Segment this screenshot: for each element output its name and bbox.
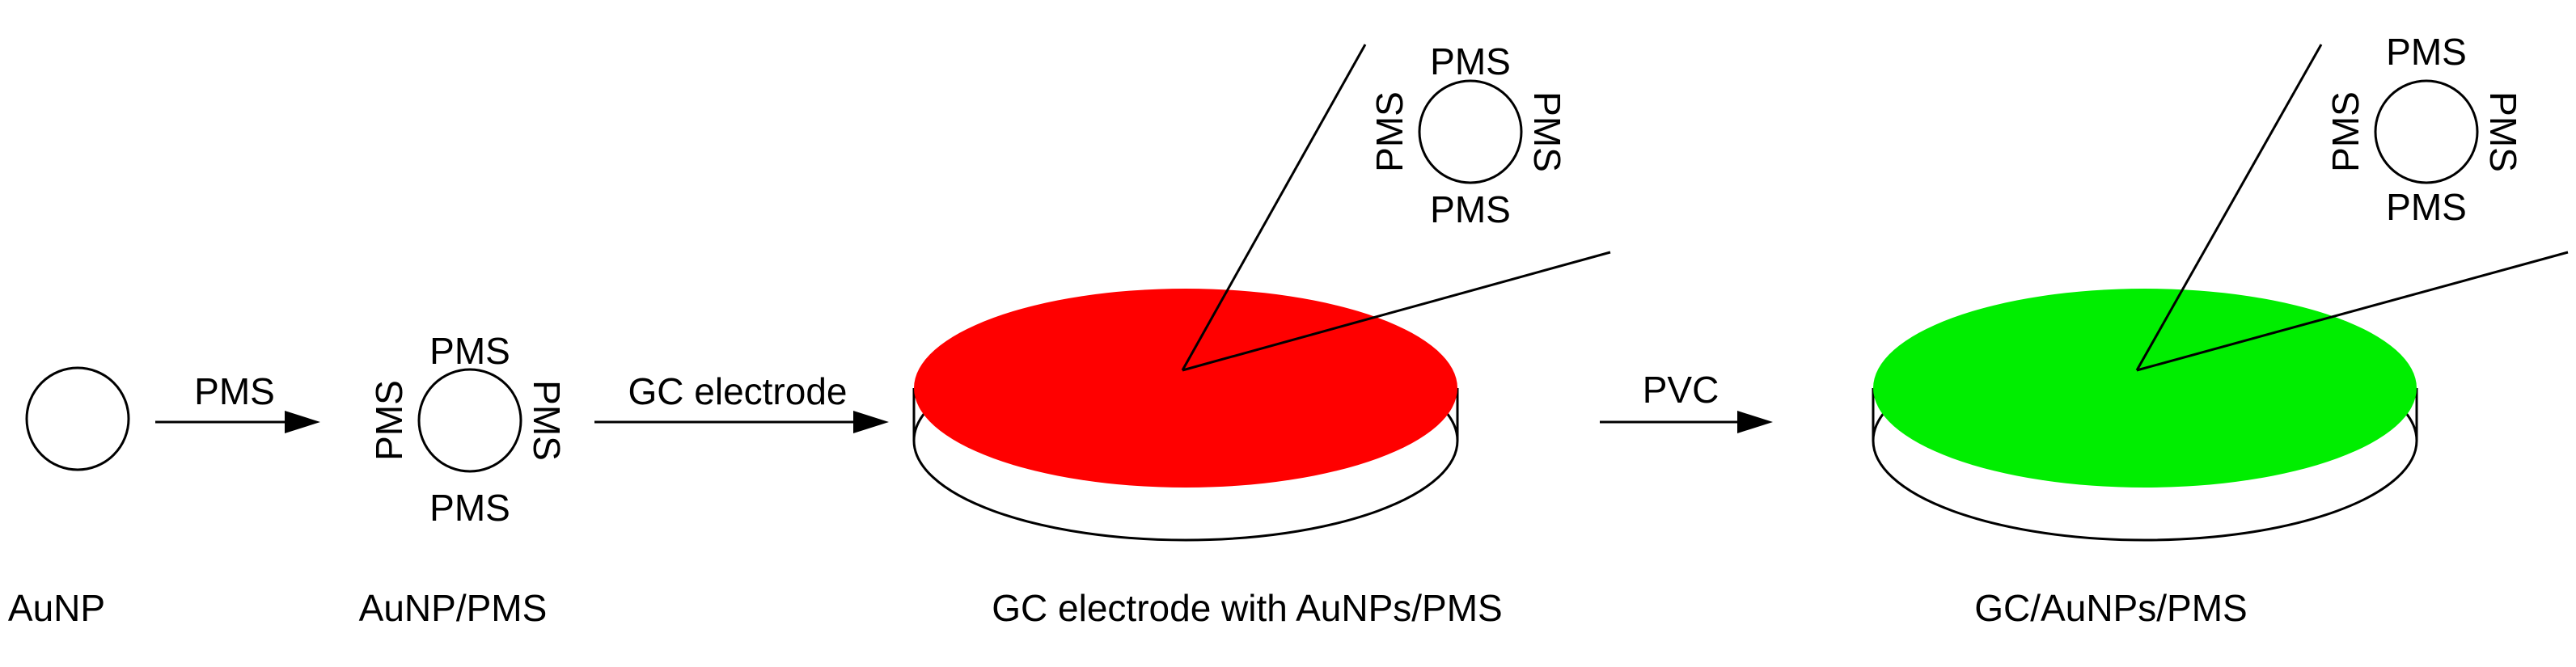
stage-caption-gc-electrode: GC electrode with AuNPs/PMS [992, 587, 1502, 629]
stage-gc-aunps-pms: PMS PMS PMS PMS GC/AuNPs/PMS [1872, 31, 2569, 629]
arrow-head [1737, 411, 1773, 433]
aunp-particle [25, 366, 130, 471]
stage-caption-aunp: AuNP [8, 587, 105, 629]
arrow-pms: PMS [155, 370, 320, 433]
arrow-head [853, 411, 889, 433]
stage-gc-electrode-aunps-pms: PMS PMS PMS PMS GC electrode with AuNPs/… [912, 40, 1611, 629]
stage-aunp: AuNP [8, 366, 130, 629]
pms-label-top: PMS [2386, 31, 2467, 73]
electrode-surface [1873, 289, 2417, 488]
zoom-line-upper [1181, 44, 1367, 371]
pms-label-bottom: PMS [2386, 186, 2467, 228]
arrow-label-pms: PMS [194, 370, 275, 412]
aunp-particle [417, 368, 522, 473]
pms-label-bottom: PMS [429, 487, 510, 529]
pms-label-left: PMS [368, 380, 410, 461]
stage-aunp-pms: PMS PMS PMS PMS AuNP/PMS [359, 330, 568, 629]
aunp-particle-zoom [2374, 79, 2479, 184]
arrow-pvc: PVC [1600, 369, 1773, 433]
pms-label-right: PMS [526, 380, 568, 461]
pms-label-top: PMS [1430, 40, 1511, 82]
zoom-line-lower [2136, 251, 2569, 372]
arrow-label-gc-electrode: GC electrode [628, 370, 847, 412]
arrow-gc-electrode: GC electrode [594, 370, 889, 433]
pms-label-bottom: PMS [1430, 188, 1511, 230]
zoom-line-lower [1182, 251, 1611, 372]
zoom-line-upper [2135, 44, 2323, 371]
pms-label-right: PMS [2482, 91, 2524, 172]
arrow-head [285, 411, 320, 433]
stage-caption-gc-aunps-pms: GC/AuNPs/PMS [1974, 587, 2247, 629]
stage-caption-aunp-pms: AuNP/PMS [359, 587, 548, 629]
arrow-label-pvc: PVC [1643, 369, 1719, 411]
pms-label-left: PMS [2324, 91, 2367, 172]
aunp-particle-zoom [1418, 79, 1523, 184]
electrode-surface [914, 289, 1457, 488]
pms-label-top: PMS [429, 330, 510, 372]
pms-label-right: PMS [1526, 91, 1568, 172]
pms-label-left: PMS [1368, 91, 1411, 172]
